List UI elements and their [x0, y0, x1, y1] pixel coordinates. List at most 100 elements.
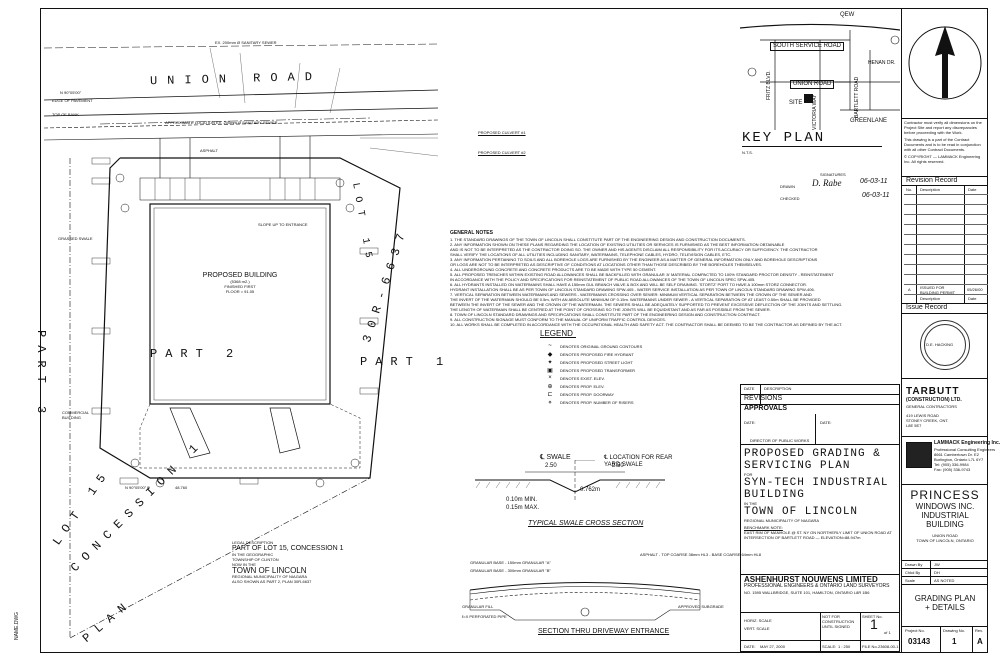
part-2-label: PART 2	[150, 347, 242, 361]
project-no-label: Project No.	[905, 628, 925, 633]
legend-symbol-icon: ◆	[547, 351, 553, 358]
project-line-6: REGIONAL MUNICIPALITY OF NIAGARA	[744, 518, 820, 523]
engineer-sub: Professional Consulting Engineers	[934, 447, 996, 452]
general-note-item: 6. ALL HYDRANTS INSTALLED ON WATERMAINS …	[450, 282, 807, 287]
key-plan-union-road: UNION ROAD	[790, 80, 835, 89]
general-note-item: OR LOGS ARE NOT TO BE INTERPRETED AS DES…	[450, 262, 763, 267]
approvals-date-2: DATE:	[820, 420, 832, 425]
legend-symbol-icon: ✦	[547, 359, 553, 366]
drawn-by-value: JW	[934, 562, 940, 567]
key-plan-site: SITE	[789, 100, 803, 106]
key-plan-fritz: FRITZ BLVD.	[766, 70, 772, 100]
firm-address: NO. 1595 WALLBRIDGE, SUITE 101, HAMILTON…	[744, 590, 870, 595]
general-notes-list: 1. THE STANDARD DRAWINGS OF THE TOWN OF …	[450, 237, 890, 327]
sheet-title-2: + DETAILS	[925, 603, 965, 612]
tb-project-3: INDUSTRIAL	[921, 511, 969, 520]
scale-tb-label: Scale	[905, 578, 916, 583]
legend-item-label: DENOTES ORIGINAL GROUND CONTOURS	[560, 343, 643, 349]
project-title: PROPOSED GRADING & SERVICING PLAN FOR SY…	[744, 448, 898, 540]
legal-line-7: ALSO SHOWN AS PART 2, PLAN 30R-6637	[232, 579, 312, 584]
legal-line-5: TOWN OF LINCOLN	[232, 566, 307, 575]
general-note-item: THE LENGTH OF WATERMAIN SHALL BE CENTRED…	[450, 307, 771, 312]
swale-dim-right: 2.50	[612, 463, 624, 469]
general-note-item: 1. THE STANDARD DRAWINGS OF THE TOWN OF …	[450, 237, 746, 242]
engineer-logo-icon	[906, 442, 932, 468]
driveway-asphalt-note: ASPHALT - TOP COARSE 38mm HL3 - BASE COA…	[640, 552, 762, 557]
north-arrow-icon	[908, 26, 982, 100]
chkd-by-label: Chkd By	[905, 570, 921, 575]
sig-checked-label: CHECKED	[780, 196, 800, 201]
general-note-item: 8. TOWN OF LINCOLN STANDARD DRAWINGS AND…	[450, 312, 761, 317]
project-for: FOR	[744, 472, 753, 477]
legend-symbol-icon: ×	[548, 375, 552, 381]
building-finish: FINISHED FIRST	[224, 284, 256, 289]
general-note-item: SHALL VERIFY THE LOCATIONS OF ALL UTILIT…	[450, 252, 732, 257]
legend-title: LEGEND	[540, 329, 573, 338]
project-line-1: PROPOSED GRADING &	[744, 448, 881, 460]
legend-item: ▣DENOTES PROPOSED TRANSFORMER	[540, 366, 690, 374]
key-plan-nts: N.T.S.	[742, 150, 753, 155]
approvals-title: APPROVALS	[744, 405, 788, 412]
legend-item: ~DENOTES ORIGINAL GROUND CONTOURS	[540, 342, 690, 350]
revisions-title: REVISIONS	[744, 395, 783, 402]
approvals-date-1: DATE:	[744, 420, 756, 425]
legal-line-3: TOWNSHIP OF CLINTON	[232, 557, 279, 562]
date-label: DATE:	[744, 644, 756, 649]
issue-date-header: Date	[968, 296, 977, 301]
sheet-title: GRADING PLAN + DETAILS	[902, 594, 988, 612]
general-note-item: 4. ALL UNDERGROUND CONCRETE AND CONCRETE…	[450, 267, 657, 272]
bench-text: EAST RIM OF MANHOLE @ ST. NY ON NORTHERL…	[744, 530, 892, 540]
project-line-5: TOWN OF LINCOLN	[744, 506, 859, 518]
sewer-note: EX. 200mm Ø SANITARY SEWER	[215, 40, 277, 45]
culvert-1-title: PROPOSED CULVERT #1	[478, 130, 526, 135]
general-note-item: 5. ALL PROPOSED TRENCHES WITHIN EXISTING…	[450, 272, 834, 277]
tb-project-1: PRINCESS	[910, 488, 980, 502]
client-block: TARBUTT (CONSTRUCTION) LTD. GENERAL CONT…	[906, 386, 986, 428]
swale-label: GRASSED SWALE	[58, 236, 93, 241]
swale-depth-max: 0.15m MAX.	[506, 505, 540, 511]
stamp-name: D.E. HACKING	[926, 342, 954, 347]
driveway-subgrade: APPROVED SUBGRADE	[678, 604, 724, 609]
general-note-item: 2. ANY INFORMATION SHOWN ON THESE PLANS …	[450, 242, 785, 247]
driveway-section-title: SECTION THRU DRIVEWAY ENTRANCE	[538, 628, 670, 635]
signatures-label: SIGNATURES	[820, 172, 846, 177]
client-name: TARBUTT	[906, 386, 960, 397]
general-note-item: AND IS NOT TO BE INTERPRETED AS THE CONT…	[450, 247, 818, 252]
rev-a-date: 05/26/00	[967, 287, 983, 292]
swale-depth-min: 0.10m MIN.	[506, 497, 538, 503]
not-for-construction: NOT FOR CONSTRUCTION UNTIL SIGNED	[822, 614, 855, 629]
tb-notices: Contractor must verify all dimensions on…	[904, 120, 986, 164]
drawing-no-value: 1	[952, 637, 957, 646]
drawn-by-label: Drawn By	[905, 562, 923, 567]
project-line-4: BUILDING	[744, 489, 805, 501]
rev-desc-header: Description	[920, 187, 941, 192]
rev-col-date: DATE	[744, 386, 755, 391]
asphalt-label: ASPHALT	[200, 148, 218, 153]
rev-value: A	[977, 637, 983, 646]
rev-label: Rev.	[975, 628, 983, 633]
legend-symbol-icon: ⊏	[547, 391, 553, 398]
swale-dim-left: 2.50	[545, 463, 557, 469]
part-3-label: PART 3	[34, 330, 48, 422]
scale-v-label: VERT. SCALE	[744, 626, 770, 631]
legend-item-label: DENOTES PROPOSED STREET LIGHT	[560, 359, 633, 365]
swale-dim-top: 0.762m	[580, 487, 601, 493]
file-label: FILE No.	[862, 644, 878, 649]
engineer-stamp	[920, 320, 970, 370]
rev-a-desc: ISSUED FOR BUILDING PERMIT	[920, 285, 956, 295]
scale-label: SCALE:	[822, 644, 837, 649]
top-bank-label: TOP OF BANK	[52, 112, 79, 117]
general-notes-title: GENERAL NOTES	[450, 230, 493, 236]
edge-pavement-label: EDGE OF PAVEMENT	[52, 98, 93, 103]
side-mark: NAME.DWG	[14, 611, 20, 640]
tb-notice-2: This drawing is a part of the Contract D…	[904, 137, 981, 152]
building-label: PROPOSED BUILDING	[202, 272, 278, 279]
firm-name: ASHENHURST NOUWENS LIMITED	[744, 575, 878, 584]
swale-location-label: ℄ LOCATION FOR REAR YARD SWALE	[604, 455, 673, 468]
distance-label: 48.760	[175, 485, 188, 490]
site-plan-drawing	[43, 43, 439, 639]
issue-record-title: Issue Record	[906, 304, 948, 311]
issue-desc-header: Description	[920, 296, 941, 301]
project-in: IN THE	[744, 501, 758, 506]
project-no-value: 03143	[908, 637, 931, 646]
